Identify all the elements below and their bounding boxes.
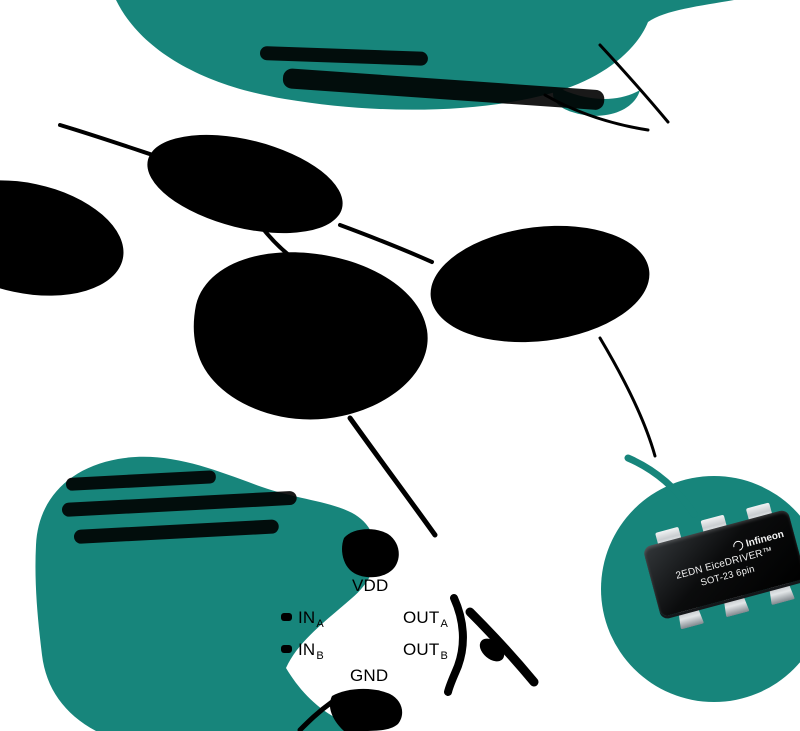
blob-upper-center xyxy=(147,134,343,234)
pin-label-out-a: OUTA xyxy=(403,608,448,630)
pin-tick-in-a xyxy=(281,613,292,621)
connector-stroke-1 xyxy=(58,123,207,174)
pinout-bottom-blob xyxy=(329,688,403,731)
top-right-stroke-1 xyxy=(543,93,650,132)
connector-stroke-3 xyxy=(258,223,292,258)
top-right-stroke-2 xyxy=(598,43,670,124)
infineon-logo-mark-icon xyxy=(731,539,746,553)
pin-label-out-b-base: OUT xyxy=(403,640,440,659)
pin-label-in-b-base: IN xyxy=(298,640,316,659)
pin-label-gnd: GND xyxy=(350,666,389,685)
blob-center xyxy=(193,252,428,420)
headline-text-blob-2 xyxy=(282,68,605,110)
pinout-bottom-tail xyxy=(297,699,335,731)
pin-tick-in-b xyxy=(281,645,292,653)
blob-left-edge xyxy=(0,180,124,296)
connector-stroke-4 xyxy=(347,415,438,538)
squiggle-left-of-circle xyxy=(465,607,539,687)
squiggle-dot xyxy=(479,638,505,662)
pin-label-out-a-sub: A xyxy=(440,618,449,630)
pin-label-out-b: OUTB xyxy=(403,640,448,662)
pinout-top-blob xyxy=(342,529,399,578)
pin-label-out-a-base: OUT xyxy=(403,608,440,627)
bottom-left-text-blob-1 xyxy=(65,470,216,491)
pin-label-vdd: VDD xyxy=(352,576,389,595)
bottom-left-text-blob-2 xyxy=(61,491,297,517)
chip-circle-tail xyxy=(624,454,698,518)
pinout-right-squiggle xyxy=(444,594,467,696)
pin-label-in-b-sub: B xyxy=(316,650,324,662)
bottom-left-teal-blob xyxy=(35,456,377,731)
bottom-left-text-blob-3 xyxy=(73,519,279,544)
pin-label-in-a: INA xyxy=(298,608,324,630)
pin-label-in-b: INB xyxy=(298,640,324,662)
pin-label-out-b-sub: B xyxy=(440,650,449,662)
pin-label-in-a-sub: A xyxy=(316,618,324,630)
blob-right xyxy=(430,225,650,343)
pin-label-in-a-base: IN xyxy=(298,608,316,627)
connector-stroke-5 xyxy=(598,336,657,458)
headline-text-blob-1 xyxy=(259,46,428,66)
connector-stroke-2 xyxy=(338,223,434,264)
